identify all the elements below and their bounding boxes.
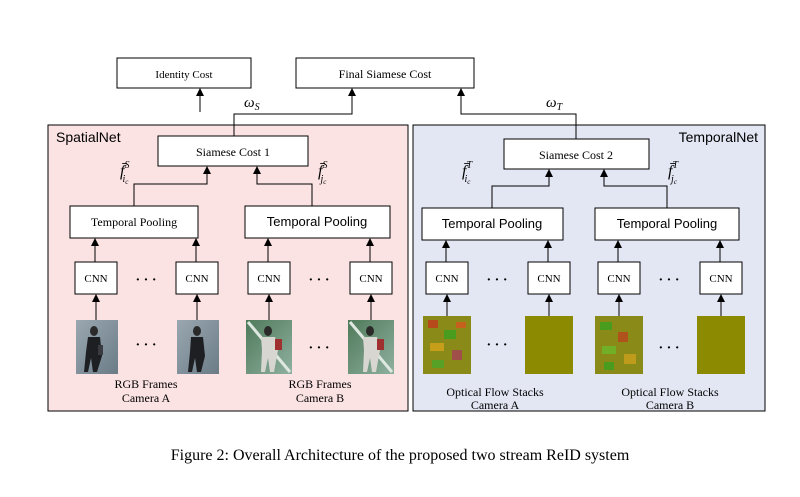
optical-flow-image: [423, 316, 471, 374]
final-siamese-cost-box: [295, 57, 475, 89]
siamese-cost-1-label: Siamese Cost 1: [196, 145, 270, 159]
ellipsis: · · ·: [308, 273, 329, 288]
flow-caption-b-line1: Optical Flow Stacks: [621, 385, 719, 399]
ellipsis: · · ·: [486, 273, 507, 288]
flow-caption-a-line2: Camera A: [471, 398, 520, 412]
identity-cost-box: [116, 57, 252, 89]
cnn-label: CNN: [257, 273, 280, 285]
spatial-pool-b-label: Temporal Pooling: [267, 214, 367, 229]
ellipsis: · · ·: [486, 338, 507, 353]
pool-b-to-cost2-arrow: [600, 169, 668, 208]
final-siamese-cost-label: Final Siamese Cost: [339, 67, 432, 81]
rgb-caption-b-line1: RGB Frames: [289, 377, 352, 391]
spatial-pool-b-box: [244, 205, 391, 239]
siamese-cost-2-box: [503, 138, 650, 170]
temporalnet-title: TemporalNet: [679, 129, 758, 145]
temporal-pool-a-box: [421, 207, 564, 241]
cnn-label: CNN: [359, 273, 382, 285]
figure-caption: Figure 2: Overall Architecture of the pr…: [171, 447, 630, 464]
cnn-label: CNN: [709, 273, 732, 285]
temporal-to-final-arrow: [457, 88, 577, 139]
rgb-caption-a-line2: Camera A: [122, 391, 171, 405]
pool-b-to-cost1-arrow: [253, 166, 313, 206]
omega-t-label: ωT: [546, 95, 564, 113]
optical-flow-image: [595, 316, 643, 374]
flow-caption-b-line2: Camera B: [646, 398, 694, 412]
cnn-label: CNN: [537, 273, 560, 285]
optical-flow-image: [697, 316, 745, 374]
cnn-box: [349, 261, 393, 295]
rgb-frame-image: [246, 320, 292, 374]
rgb-frame-image: [76, 320, 118, 374]
pool-a-to-cost2-arrow: [491, 169, 553, 208]
pool-a-to-cost1-arrow: [133, 166, 211, 206]
siamese-cost-2-label: Siamese Cost 2: [539, 148, 613, 162]
spatial-pool-a-label: Temporal Pooling: [91, 215, 177, 229]
spatial-to-final-arrow: [233, 88, 356, 136]
cnn-box: [699, 261, 743, 295]
temporal-pool-b-box: [594, 207, 740, 241]
ellipsis: · · ·: [308, 341, 329, 356]
rgb-frame-image: [177, 320, 219, 374]
optical-flow-image: [525, 316, 573, 374]
siamese-cost-1-box: [157, 135, 309, 167]
cnn-label: CNN: [435, 273, 458, 285]
cnn-box: [247, 261, 291, 295]
ellipsis: · · ·: [658, 273, 679, 288]
temporal-pool-b-label: Temporal Pooling: [617, 216, 717, 231]
ellipsis: · · ·: [658, 341, 679, 356]
cnn-box: [527, 261, 571, 295]
flow-caption-a-line1: Optical Flow Stacks: [446, 385, 544, 399]
temporal-pool-a-label: Temporal Pooling: [442, 216, 542, 231]
ellipsis: · · ·: [135, 338, 156, 353]
rgb-frame-image: [348, 320, 394, 374]
cnn-label: CNN: [185, 273, 208, 285]
spatial-pool-a-box: [69, 205, 199, 239]
cnn-box: [597, 261, 641, 295]
identity-cost-label: Identity Cost: [155, 69, 212, 81]
rgb-caption-a-line1: RGB Frames: [115, 377, 178, 391]
cnn-box: [74, 261, 118, 295]
cnn-label: CNN: [607, 273, 630, 285]
rgb-caption-b-line2: Camera B: [296, 391, 344, 405]
ellipsis: · · ·: [135, 273, 156, 288]
omega-s-label: ωS: [244, 95, 260, 113]
spatialnet-title: SpatialNet: [56, 129, 121, 145]
cnn-box: [425, 261, 469, 295]
cnn-label: CNN: [84, 273, 107, 285]
